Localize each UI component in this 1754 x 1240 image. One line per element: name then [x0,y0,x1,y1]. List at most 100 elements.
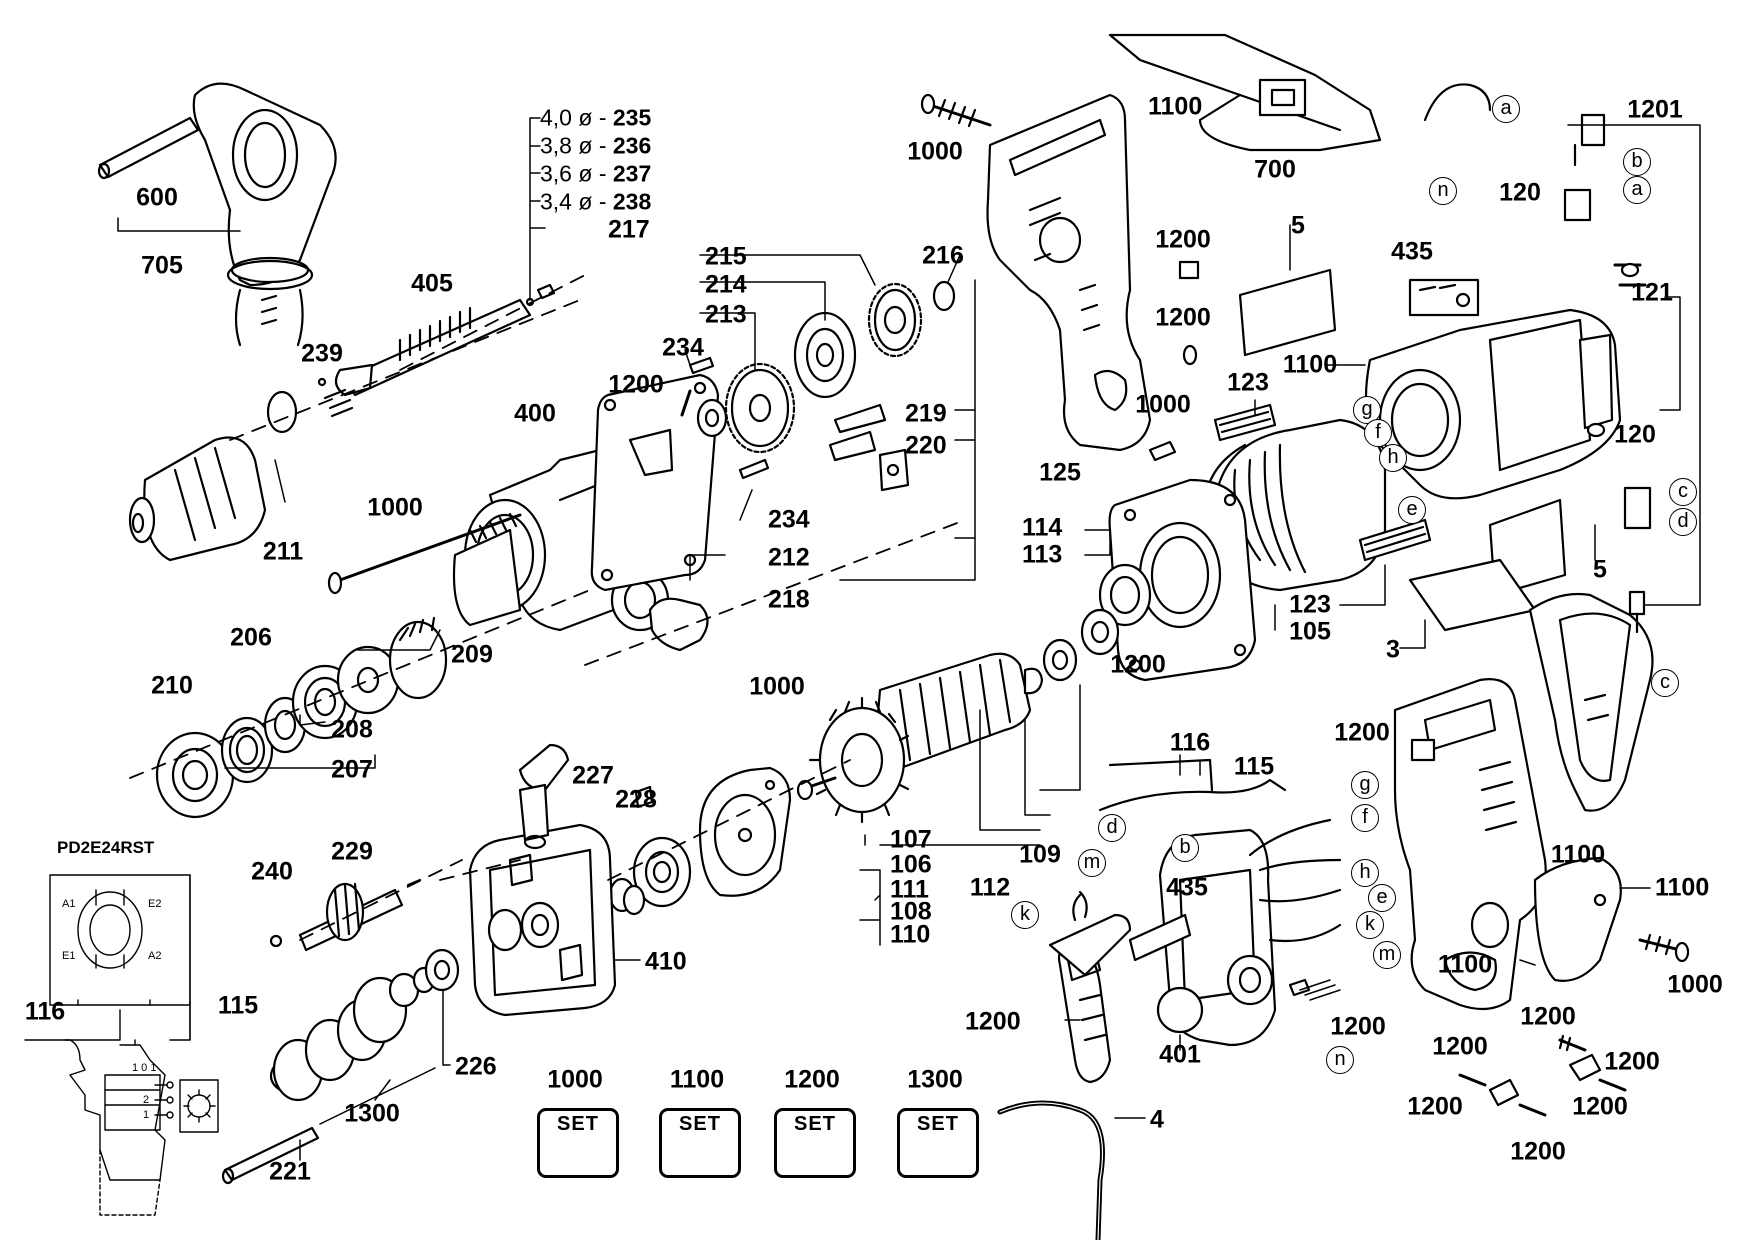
wire-letter-f-coil: f [1364,419,1392,447]
schematic-terminal-a1: A1 [62,898,76,910]
pinion-shaft-drawing [269,878,422,952]
part-label-228: 228 [615,785,657,814]
armature-drawing [796,608,1120,824]
rear-handle-shell-drawing [1393,592,1690,1011]
part-label-218: 218 [768,585,810,614]
schematic-switch-row-2: 2 [143,1094,150,1106]
part-label-1200-bearing: 1200 [1110,650,1166,679]
set-label-1000: 1000 [547,1065,603,1094]
part-label-5-right: 5 [1593,555,1607,584]
part-label-435-top: 435 [1391,237,1433,266]
wire-letter-k-left: k [1011,901,1039,929]
wire-letter-e-coil: e [1398,496,1426,524]
part-label-410: 410 [645,947,687,976]
part-label-116-schematic: 116 [24,997,66,1026]
part-label-211: 211 [262,537,304,566]
part-label-108: 108 [890,897,932,926]
wire-letter-c-bottom: c [1651,669,1679,697]
schematic-terminal-a2: A2 [148,950,162,962]
side-handle-drawing [97,82,337,347]
part-label-1200-br-a: 1200 [1520,1002,1576,1031]
case-drawing [1108,33,1382,152]
part-label-113: 113 [1022,540,1063,569]
intermediate-gears-drawing [648,280,956,652]
set-box-1100: SET [659,1108,741,1178]
schematic-model-title: PD2E24RST [57,838,155,857]
switch-assembly-drawing [1098,758,1342,1047]
wire-letter-f-switch: f [1351,804,1379,832]
wiring-schematic-drawing [24,874,219,1216]
wire-letter-d-right: d [1669,508,1697,536]
part-label-1100-cover: 1100 [1655,873,1710,902]
part-label-401: 401 [1159,1040,1201,1069]
bearing-plate-drawing [1098,478,1257,682]
part-label-123-top: 123 [1227,368,1269,397]
wire-letter-n-switch: n [1326,1046,1354,1074]
assembly-dash-lines-lower [299,759,851,941]
part-label-105: 105 [1289,617,1331,646]
part-label-115-switch: 115 [1233,752,1275,781]
wire-letter-m-left: m [1078,849,1106,877]
part-label-208: 208 [331,715,373,744]
set-box-text: SET [917,1113,959,1135]
part-label-217: 217 [608,215,650,244]
set-box-1000: SET [537,1108,619,1178]
bearing-stack-drawing [155,616,448,819]
part-label-114: 114 [1022,513,1063,542]
wire-letter-h-coil: h [1379,444,1407,472]
part-label-1201: 1201 [1627,95,1683,124]
part-label-705: 705 [141,251,183,280]
leader-lines [117,117,1701,1161]
wire-letter-a-top: a [1492,95,1520,123]
part-label-239: 239 [301,339,343,368]
set-label-1100: 1100 [669,1065,725,1094]
part-label-1100-shell-outer: 1100 [1550,840,1606,869]
part-label-1200-handle-b: 1200 [1155,303,1211,332]
part-label-1000-armature: 1000 [749,672,805,701]
schematic-terminal-e2: E2 [148,898,162,910]
wire-letter-n-top: n [1429,177,1457,205]
gear-plate-drawing [590,373,720,592]
handle-shell-left-drawing [920,93,1200,462]
armature-bearings-drawing [608,785,692,916]
part-label-5-top: 5 [1291,211,1305,240]
fan-baffle-drawing [698,766,792,897]
part-label-216: 216 [922,241,964,270]
set-label-1200: 1200 [784,1065,840,1094]
part-label-116-switch: 116 [1169,728,1211,757]
set-box-1300: SET [897,1108,979,1178]
part-label-121: 121 [1631,278,1673,307]
part-label-207: 207 [331,755,373,784]
part-label-700: 700 [1254,155,1296,184]
schematic-terminal-e1: E1 [62,950,76,962]
part-label-206: 206 [230,623,272,652]
wire-letter-m-switch: m [1373,941,1401,969]
part-label-435-switch: 435 [1166,873,1208,902]
terminals-drawing [1423,83,1652,634]
part-label-1200-br-d: 1200 [1407,1092,1463,1121]
small-screws-drawing [1458,1034,1627,1117]
part-label-234-bottom: 234 [768,505,810,534]
wire-letter-d-switch: d [1098,814,1126,842]
part-label-221: 221 [269,1157,311,1186]
part-label-1000-handle-b: 1000 [1135,390,1191,419]
part-label-120-top: 120 [1499,178,1541,207]
wire-letter-g-switch: g [1351,771,1379,799]
wire-letter-c-right: c [1669,478,1697,506]
part-label-213: 213 [705,300,747,329]
part-label-240: 240 [251,857,293,886]
part-label-3: 3 [1386,635,1400,664]
part-label-220: 220 [905,431,947,460]
set-box-1200: SET [774,1108,856,1178]
set-box-text: SET [679,1113,721,1135]
wire-letter-k-switch: k [1356,911,1384,939]
wire-letter-b-top: b [1623,148,1651,176]
part-label-115-schematic: 115 [217,991,259,1020]
part-label-1200-shell: 1200 [1334,718,1390,747]
cable-drawing [997,890,1132,1240]
part-label-226: 226 [455,1052,497,1081]
part-label-1200-plate: 1200 [608,370,664,399]
part-label-229: 229 [331,837,373,866]
label-sheets-drawing [1238,268,1567,632]
part-label-219: 219 [905,399,947,428]
